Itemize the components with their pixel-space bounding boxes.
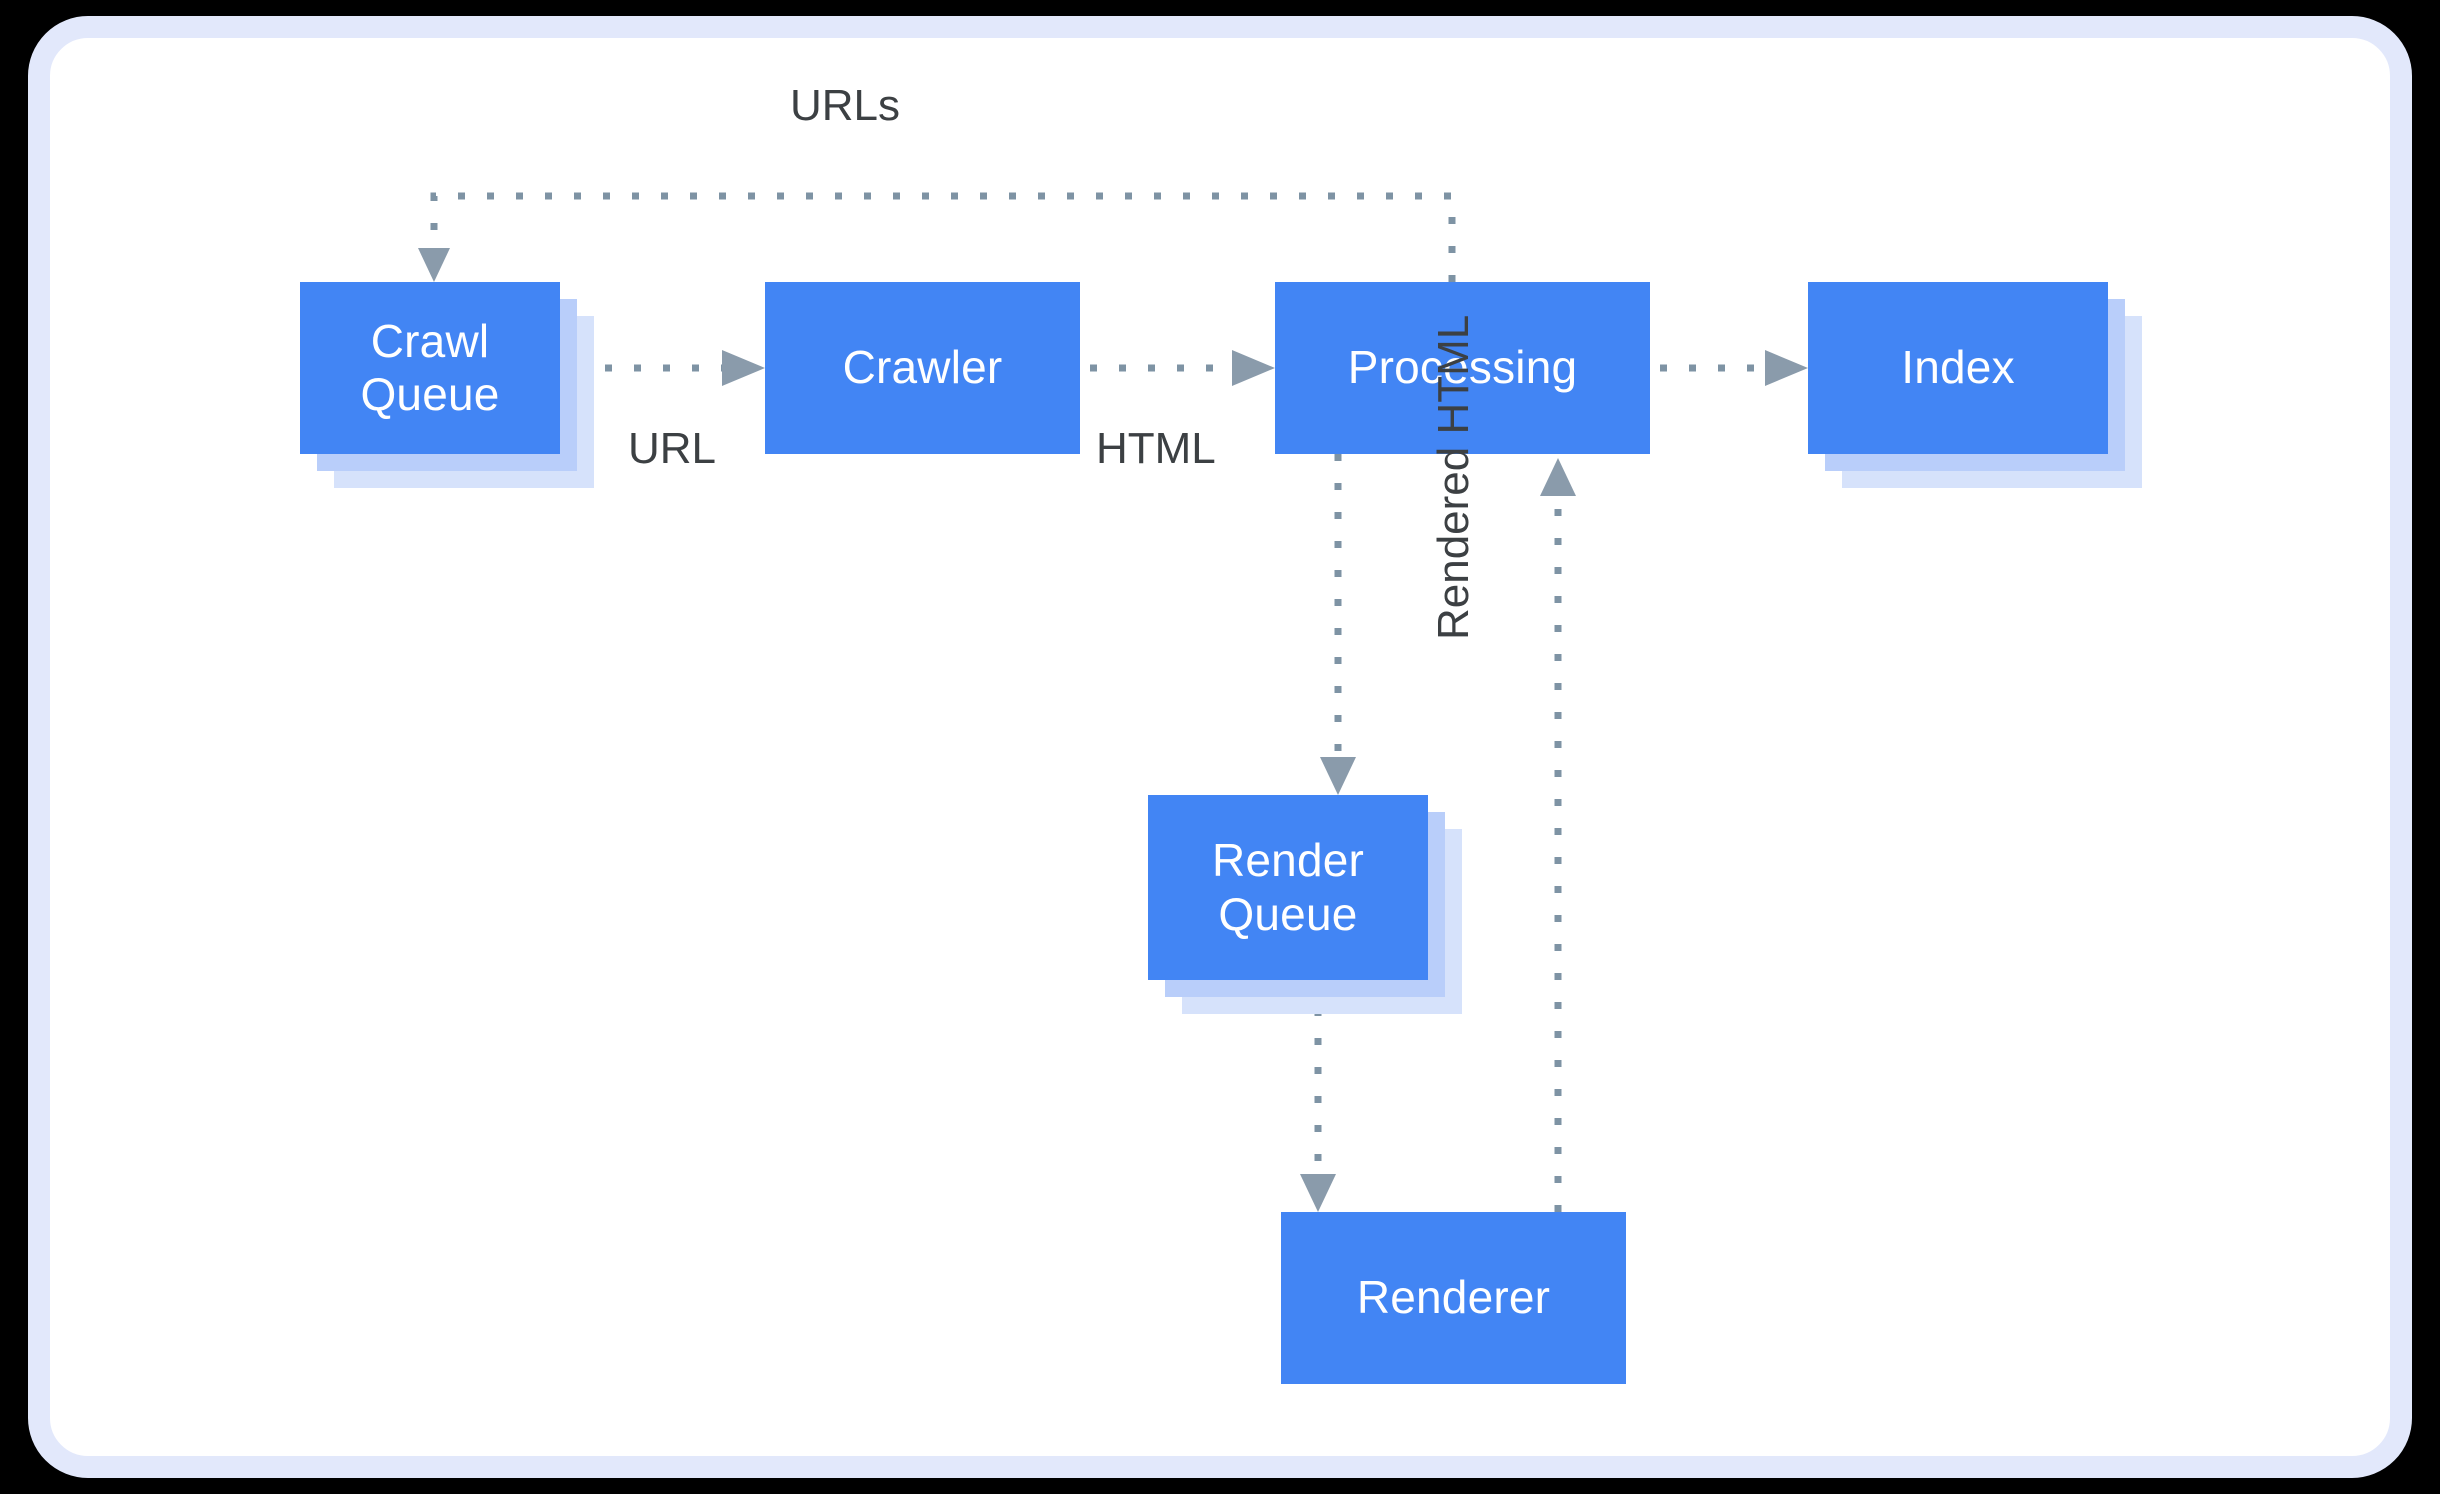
edge-to-index bbox=[1660, 350, 1808, 386]
arrowhead-icon bbox=[1320, 757, 1356, 795]
node-label: Render Queue bbox=[1211, 834, 1365, 940]
edge-label-url: URL bbox=[628, 424, 717, 473]
arrowhead-icon bbox=[1765, 350, 1808, 386]
node-render-queue[interactable]: Render Queue bbox=[1148, 795, 1462, 1014]
edge-label-html: HTML bbox=[1096, 424, 1216, 473]
edge-rendered-html bbox=[1540, 458, 1576, 1212]
node-face: Crawl Queue bbox=[300, 282, 560, 454]
node-label: Index bbox=[1901, 341, 2015, 394]
node-index[interactable]: Index bbox=[1808, 282, 2142, 488]
node-processing[interactable]: Processing bbox=[1275, 282, 1650, 454]
edge-to-renderer bbox=[1300, 980, 1336, 1212]
arrowhead-icon bbox=[418, 248, 450, 282]
edge-to-render-queue bbox=[1320, 454, 1356, 795]
arrowhead-icon bbox=[722, 350, 765, 386]
edge-urls bbox=[418, 192, 1456, 282]
edge-url bbox=[576, 350, 765, 386]
arrowhead-icon bbox=[1300, 1174, 1336, 1212]
node-renderer[interactable]: Renderer bbox=[1281, 1212, 1626, 1384]
edge-label-urls: URLs bbox=[790, 81, 901, 130]
node-label: Renderer bbox=[1356, 1271, 1551, 1324]
edge-html bbox=[1090, 350, 1275, 386]
node-face: Index bbox=[1808, 282, 2108, 454]
node-face: Processing bbox=[1275, 282, 1650, 454]
node-face: Crawler bbox=[765, 282, 1080, 454]
edge-label-rendered-html: Rendered HTML bbox=[1429, 314, 1478, 640]
arrowhead-icon bbox=[1232, 350, 1275, 386]
node-label: Processing bbox=[1347, 341, 1578, 394]
node-crawler[interactable]: Crawler bbox=[765, 282, 1080, 454]
arrowhead-icon bbox=[1540, 458, 1576, 496]
node-crawl-queue[interactable]: Crawl Queue bbox=[300, 282, 594, 488]
node-label: Crawl Queue bbox=[360, 314, 500, 420]
node-label: Crawler bbox=[842, 341, 1003, 394]
node-face: Render Queue bbox=[1148, 795, 1428, 980]
node-face: Renderer bbox=[1281, 1212, 1626, 1384]
